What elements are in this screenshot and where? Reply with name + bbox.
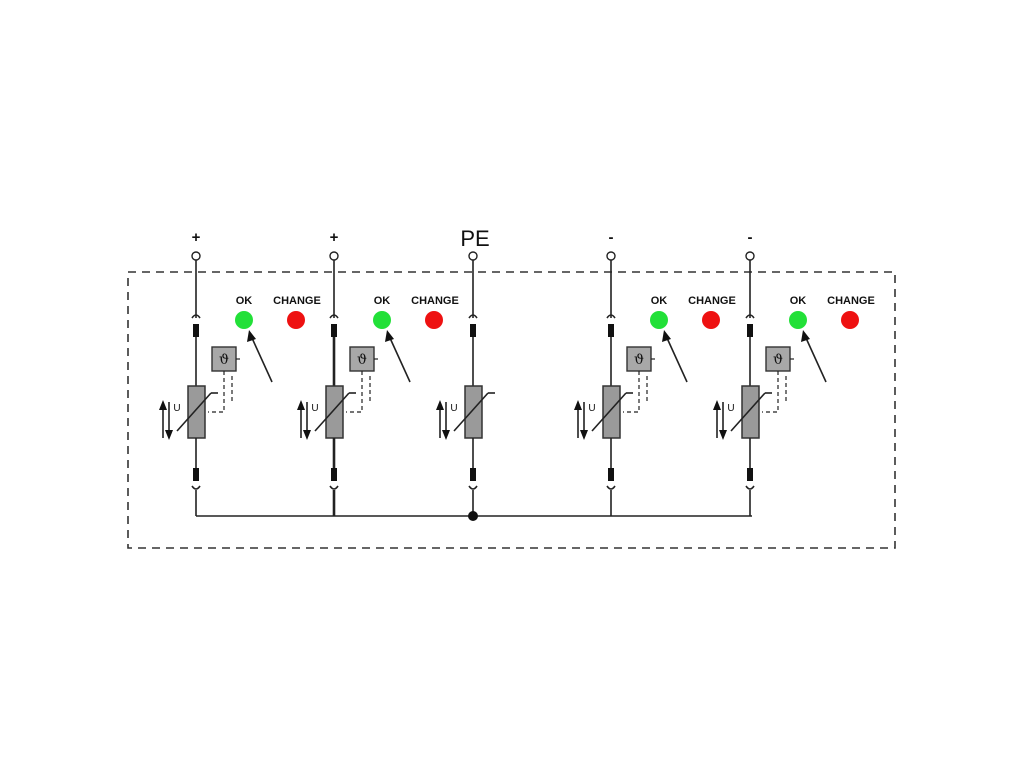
pole-p2: + Uϑ OK CHANGE xyxy=(297,229,459,516)
thermal-link-down xyxy=(623,371,640,413)
fuse-block-bottom xyxy=(608,468,614,481)
varistor-u-label: U xyxy=(450,403,457,414)
plug-contact-top xyxy=(468,314,478,319)
thermal-link-down xyxy=(208,371,225,413)
varistor-diagonal xyxy=(176,392,212,432)
arrow-up-head xyxy=(159,400,167,410)
terminal-label: + xyxy=(330,229,339,246)
varistor-u-label: U xyxy=(727,403,734,414)
thermal-symbol-icon: ϑ xyxy=(219,352,229,368)
indicator-pointer-line xyxy=(805,337,827,383)
device-housing xyxy=(127,271,896,549)
plug-contact-top xyxy=(606,314,616,319)
indicator-pointer-line xyxy=(389,337,411,383)
thermal-symbol-icon: ϑ xyxy=(773,352,783,368)
arrow-down-head xyxy=(303,430,311,440)
thermal-symbol-icon: ϑ xyxy=(357,352,367,368)
change-label: CHANGE xyxy=(827,295,875,307)
plug-contact-bottom xyxy=(745,485,755,490)
thermal-disconnector-box xyxy=(349,346,375,372)
pe-junction-dot xyxy=(468,511,478,521)
pole-p3: U xyxy=(436,251,495,516)
indicator-pointer-head xyxy=(247,330,256,342)
fuse-block-top xyxy=(193,324,199,337)
fuse-block-top xyxy=(747,324,753,337)
arrow-down-head xyxy=(719,430,727,440)
thermal-link-down xyxy=(346,371,363,413)
indicator-pointer-line xyxy=(251,337,273,383)
indicator-pointer-line xyxy=(666,337,688,383)
arrow-up-head xyxy=(574,400,582,410)
varistor-body xyxy=(602,385,621,439)
fuse-block-top xyxy=(470,324,476,337)
varistor-diagonal xyxy=(591,392,627,432)
change-indicator-light xyxy=(287,311,305,329)
arrow-down-head xyxy=(442,430,450,440)
ok-label: OK xyxy=(651,295,668,307)
indicator-pointer-head xyxy=(662,330,671,342)
change-indicator-light xyxy=(425,311,443,329)
change-label: CHANGE xyxy=(688,295,736,307)
thermal-disconnector-box xyxy=(765,346,791,372)
indicator-pointer-head xyxy=(385,330,394,342)
terminal-circle xyxy=(191,251,201,261)
ok-label: OK xyxy=(236,295,253,307)
plug-contact-bottom xyxy=(468,485,478,490)
varistor-u-label: U xyxy=(588,403,595,414)
pe-terminal-label: PE xyxy=(460,226,489,251)
ok-label: OK xyxy=(790,295,807,307)
varistor-body xyxy=(325,385,344,439)
pole-p1: + Uϑ OK CHANGE xyxy=(159,229,321,516)
plug-contact-top xyxy=(745,314,755,319)
change-label: CHANGE xyxy=(273,295,321,307)
arrow-up-head xyxy=(297,400,305,410)
terminal-label: + xyxy=(192,229,201,246)
plug-contact-bottom xyxy=(606,485,616,490)
terminal-circle xyxy=(745,251,755,261)
varistor-u-label: U xyxy=(311,403,318,414)
plug-contact-top xyxy=(329,314,339,319)
fuse-block-bottom xyxy=(193,468,199,481)
plug-contact-bottom xyxy=(329,485,339,490)
poles: + Uϑ OK CHANGE + Uϑ OK CHANGE U - Uϑ OK CHANGE - Uϑ OK C… xyxy=(159,229,875,516)
fuse-block-bottom xyxy=(331,468,337,481)
varistor-body xyxy=(741,385,760,439)
terminal-label: - xyxy=(609,229,614,246)
fuse-block-top xyxy=(331,324,337,337)
pole-p5: - Uϑ OK CHANGE xyxy=(713,229,875,516)
fuse-block-top xyxy=(608,324,614,337)
varistor-u-label: U xyxy=(173,403,180,414)
ok-indicator-light xyxy=(789,311,807,329)
terminal-circle xyxy=(329,251,339,261)
fuse-block-bottom xyxy=(747,468,753,481)
arrow-down-head xyxy=(165,430,173,440)
arrow-up-head xyxy=(436,400,444,410)
ok-indicator-light xyxy=(373,311,391,329)
change-indicator-light xyxy=(841,311,859,329)
varistor-body xyxy=(187,385,206,439)
terminal-circle xyxy=(468,251,478,261)
varistor-diagonal xyxy=(453,392,489,432)
ok-indicator-light xyxy=(650,311,668,329)
terminal-label: - xyxy=(748,229,753,246)
change-label: CHANGE xyxy=(411,295,459,307)
varistor-diagonal xyxy=(730,392,766,432)
pole-p4: - Uϑ OK CHANGE xyxy=(574,229,736,516)
fuse-block-bottom xyxy=(470,468,476,481)
thermal-symbol-icon: ϑ xyxy=(634,352,644,368)
varistor-diagonal xyxy=(314,392,350,432)
arrow-down-head xyxy=(580,430,588,440)
plug-contact-bottom xyxy=(191,485,201,490)
varistor-body xyxy=(464,385,483,439)
ok-indicator-light xyxy=(235,311,253,329)
change-indicator-light xyxy=(702,311,720,329)
ok-label: OK xyxy=(374,295,391,307)
thermal-link-down xyxy=(762,371,779,413)
plug-contact-top xyxy=(191,314,201,319)
arrow-up-head xyxy=(713,400,721,410)
indicator-pointer-head xyxy=(801,330,810,342)
terminal-circle xyxy=(606,251,616,261)
